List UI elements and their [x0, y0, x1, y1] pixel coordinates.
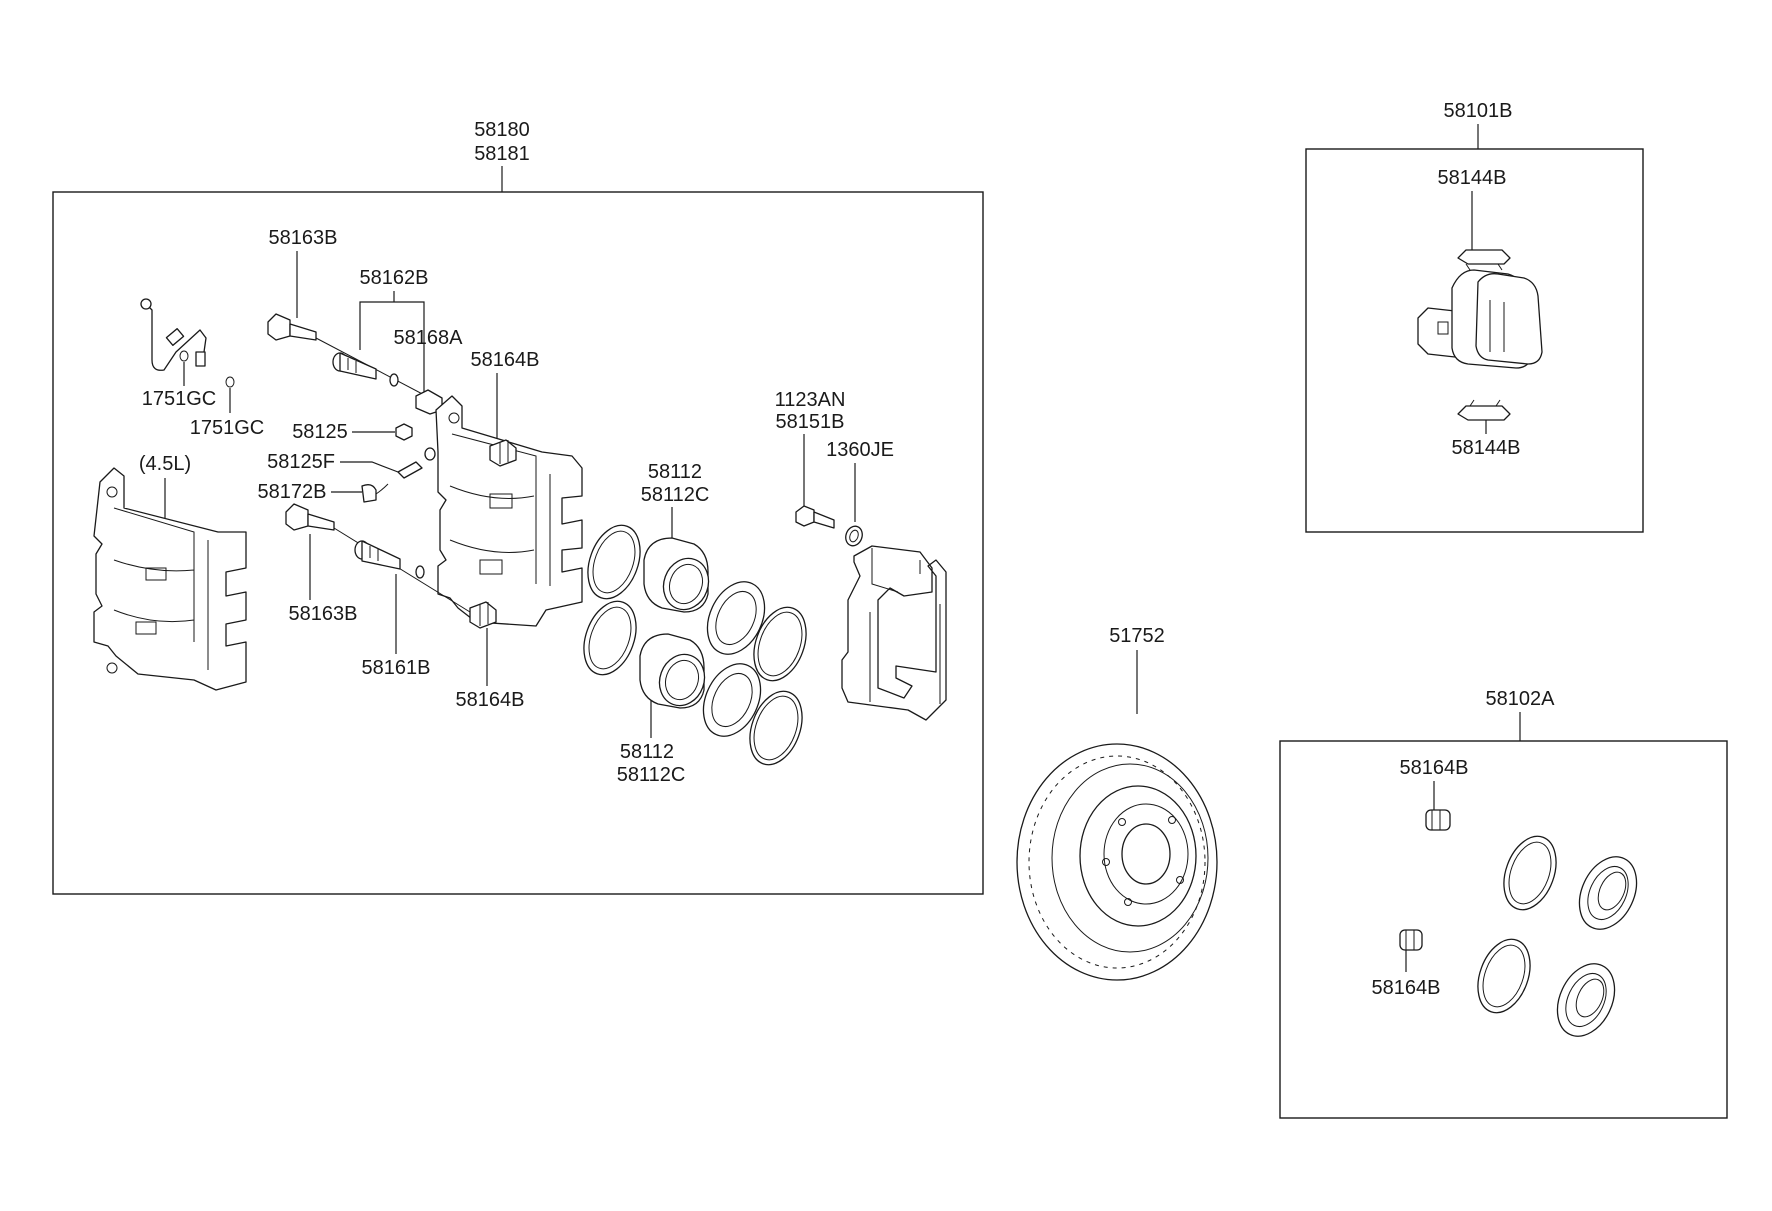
label-piston-bottom-c: 58112C: [617, 764, 686, 786]
label-kit-boot-bottom: 58164B: [1372, 977, 1441, 999]
caliper-bracket-4-5l-icon: [93, 467, 247, 691]
kit-dust-boot-bottom-icon: [1556, 963, 1616, 1037]
axis-bottom: [333, 527, 471, 613]
label-washer-a: 1751GC: [142, 388, 217, 410]
label-engine: (4.5L): [139, 453, 191, 475]
kit-dust-boot-top-icon: [1578, 856, 1638, 930]
washer-b-icon: [225, 376, 235, 388]
label-pad-clip-bottom: 58144B: [1452, 437, 1521, 459]
label-guide-bush: 58168A: [394, 327, 464, 349]
leader-guide-top: [359, 301, 425, 398]
label-boot-upper: 58164B: [471, 349, 540, 371]
guide-bolt-bottom-icon: [285, 503, 335, 531]
mount-bolt-icon: [795, 505, 835, 529]
label-mount-bolt-b: 58151B: [776, 411, 845, 433]
bleeder-screw-icon: [397, 447, 436, 479]
label-mount-bolt: 1123AN: [775, 389, 846, 411]
brake-hose-icon: [140, 298, 207, 371]
label-piston-bottom: 58112: [620, 741, 674, 763]
label-guide-top: 58162B: [360, 267, 429, 289]
caliper-body-icon: [435, 395, 583, 627]
label-piston-top: 58112: [648, 461, 702, 483]
mount-washer-icon: [845, 525, 863, 547]
label-bolt-bottom: 58163B: [289, 603, 358, 625]
label-sensor: 58172B: [258, 481, 327, 503]
piston-top-icon: [643, 537, 710, 613]
bleeder-cap-icon: [395, 423, 413, 441]
label-boot-lower: 58164B: [456, 689, 525, 711]
brake-pads-icon: [1417, 269, 1543, 369]
kit-boot-bottom-icon: [1399, 929, 1423, 951]
pad-clip-top-icon: [1457, 249, 1511, 271]
caliper-assembly-frame: [52, 191, 984, 895]
label-guide-bottom: 58161B: [362, 657, 431, 679]
label-washer-b: 1751GC: [190, 417, 265, 439]
label-disc: 51752: [1109, 625, 1165, 647]
label-pad-kit: 58101B: [1444, 100, 1513, 122]
retaining-ring-bottom-icon: [749, 690, 803, 766]
retaining-ring-top-icon: [753, 606, 807, 682]
guide-bolt-top-icon: [267, 313, 317, 341]
guide-boot-lower-icon: [469, 601, 497, 629]
pad-clip-bottom-icon: [1457, 399, 1511, 421]
piston-seal-top-icon: [587, 524, 641, 600]
guide-boot-upper-icon: [489, 439, 517, 467]
pad-kit-frame: [1305, 148, 1644, 533]
label-assembly-58181: 58181: [474, 143, 530, 165]
label-seal-kit: 58102A: [1486, 688, 1556, 710]
dust-boot-top-icon: [706, 581, 766, 655]
seal-kit-frame: [1279, 740, 1728, 1119]
label-piston-top-c: 58112C: [641, 484, 710, 506]
label-pad-clip-top: 58144B: [1438, 167, 1507, 189]
washer-a-icon: [179, 350, 189, 362]
label-assembly-58180: 58180: [474, 119, 530, 141]
label-kit-boot-top: 58164B: [1400, 757, 1469, 779]
caliper-carrier-icon: [841, 545, 947, 721]
guide-pin-top-icon: [332, 352, 399, 387]
kit-boot-top-icon: [1425, 809, 1451, 831]
piston-bottom-icon: [639, 633, 706, 709]
kit-seal-ring-top-icon: [1503, 835, 1557, 911]
kit-seal-ring-bottom-icon: [1477, 938, 1531, 1014]
wear-sensor-icon: [361, 483, 389, 503]
label-mount-washer: 1360JE: [826, 439, 894, 461]
label-bolt-top: 58163B: [269, 227, 338, 249]
label-bleeder-screw: 58125F: [267, 451, 335, 473]
label-bleeder-cap: 58125: [292, 421, 348, 443]
piston-seal-bottom-icon: [583, 600, 637, 676]
brake-disc-icon: [1016, 743, 1218, 981]
guide-pin-bottom-icon: [354, 540, 425, 579]
leader-bleeder-screw: [340, 461, 399, 473]
dust-boot-bottom-icon: [702, 663, 762, 737]
